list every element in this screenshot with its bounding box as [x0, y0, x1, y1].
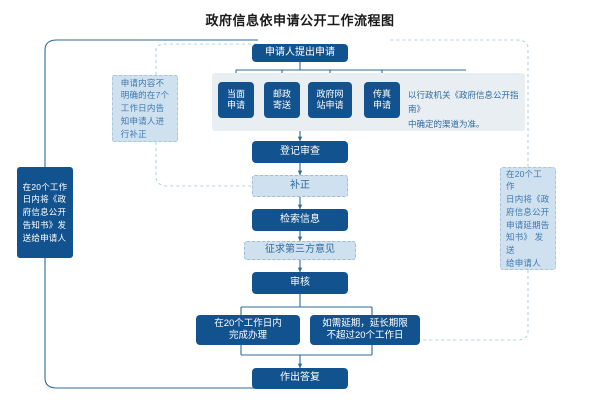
node-registration-review-label: 登记审查	[280, 145, 320, 157]
node-complete-within-20-days-label: 在20个工作日内 完成办理	[214, 318, 282, 341]
page-title: 政府信息依申请公开工作流程图	[205, 13, 395, 28]
note-right-extension-notice: 在20个工作 日内将《政 府信息公开 申请延期告 知书》 发送 给申请人	[500, 167, 556, 270]
node-reply-label: 作出答复	[280, 372, 320, 384]
node-complete-within-20-days[interactable]: 在20个工作日内 完成办理	[196, 315, 300, 345]
node-examination[interactable]: 审核	[252, 272, 348, 294]
node-extension-limit[interactable]: 如需延期，延长期限 不超过20个工作日	[310, 315, 420, 345]
node-start-label: 申请人提出申请	[265, 46, 335, 58]
node-correction-label: 补正	[290, 179, 310, 191]
node-start[interactable]: 申请人提出申请	[252, 44, 348, 62]
note-left-disclosure-notice: 在20个工作 日内将《政 府信息公开 告知书》发 送给申请人	[17, 167, 73, 258]
channel-label-website: 政府网 站申请	[316, 88, 344, 110]
node-correction[interactable]: 补正	[252, 175, 348, 197]
node-extension-limit-label: 如需延期，延长期限 不超过20个工作日	[322, 318, 408, 341]
channel-label-fax: 传真 申请	[372, 88, 391, 110]
channel-node-fax[interactable]: 传真 申请	[364, 82, 400, 118]
channel-node-website[interactable]: 政府网 站申请	[308, 82, 352, 118]
node-reply[interactable]: 作出答复	[252, 368, 348, 389]
node-third-party-opinion[interactable]: 征求第三方意见	[244, 241, 356, 260]
channel-label-postal: 邮政 寄送	[272, 88, 291, 110]
node-registration-review[interactable]: 登记审查	[252, 141, 348, 163]
note-correction: 申请内容不 明确的在7个 工作日内告 知申请人进 行补正	[112, 75, 178, 142]
node-retrieve-information-label: 检索信息	[280, 213, 320, 225]
channel-node-in-person[interactable]: 当面 申请	[218, 82, 254, 118]
node-third-party-opinion-label: 征求第三方意见	[265, 244, 335, 256]
channel-node-postal[interactable]: 邮政 寄送	[264, 82, 300, 118]
channel-note-text: 以行政机关《政府信息公开指南》 中确定的渠道为准。	[408, 90, 519, 129]
node-examination-label: 审核	[290, 276, 310, 288]
channel-label-in-person: 当面 申请	[226, 88, 245, 110]
node-retrieve-information[interactable]: 检索信息	[252, 209, 348, 231]
